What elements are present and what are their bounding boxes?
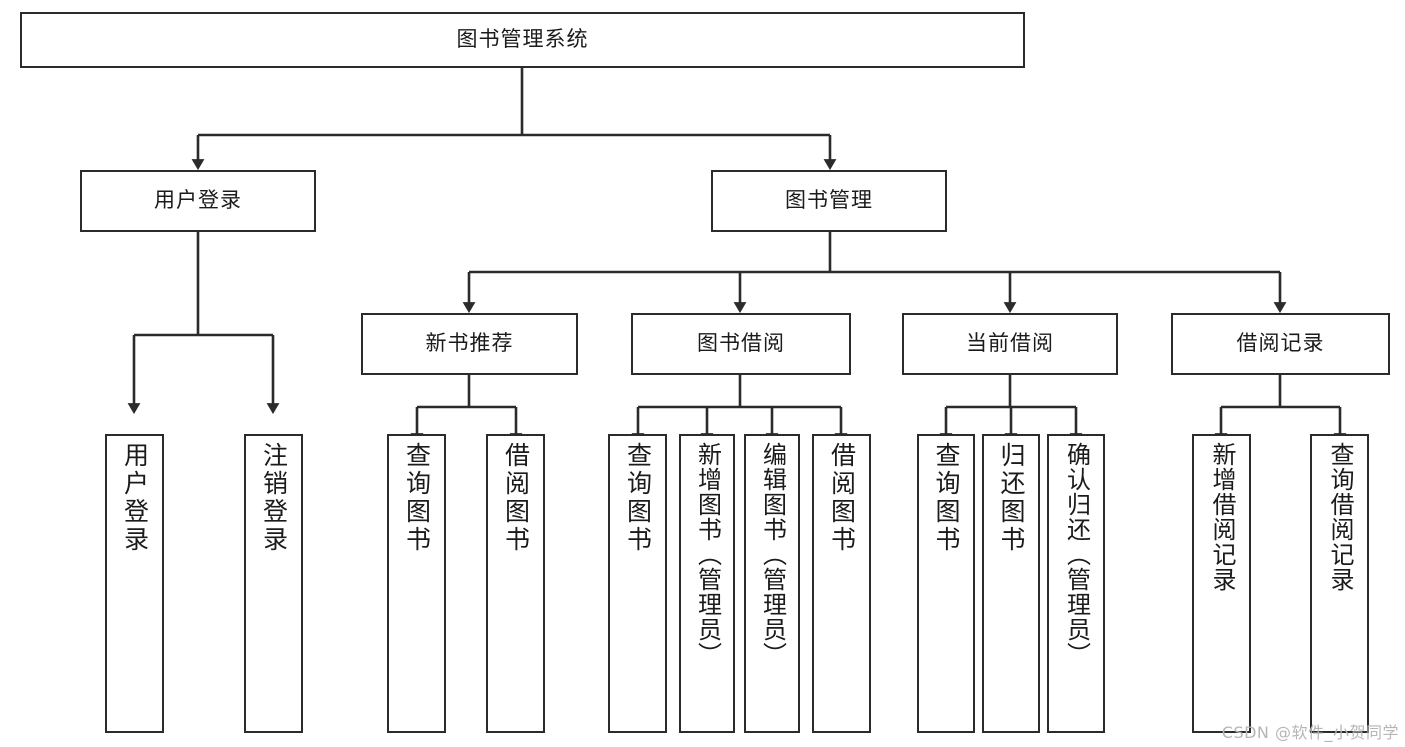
node-root-label: 图书管理系统: [456, 27, 589, 52]
node-leaf-query-book-2-label: 查询图书: [623, 442, 653, 554]
node-book-borrow-label: 图书借阅: [697, 331, 785, 356]
node-book-management[interactable]: 图书管理: [711, 170, 947, 232]
node-leaf-add-book[interactable]: 新增图书（管理员）: [679, 434, 735, 733]
node-leaf-add-record-label: 新增借阅记录: [1207, 442, 1236, 592]
node-leaf-borrow-book-2[interactable]: 借阅图书: [812, 434, 871, 733]
node-leaf-logout-login-label: 注销登录: [259, 442, 289, 554]
node-leaf-borrow-book-2-label: 借阅图书: [827, 442, 857, 554]
node-leaf-query-record[interactable]: 查询借阅记录: [1310, 434, 1369, 733]
node-new-book-recommend-label: 新书推荐: [425, 331, 514, 356]
node-user-login[interactable]: 用户登录: [80, 170, 316, 232]
node-leaf-query-book-3-label: 查询图书: [932, 442, 961, 554]
node-leaf-query-book-1[interactable]: 查询图书: [387, 434, 446, 733]
node-leaf-return-book[interactable]: 归还图书: [982, 434, 1040, 733]
node-leaf-borrow-book-1-label: 借阅图书: [501, 442, 531, 554]
node-leaf-add-book-label: 新增图书（管理员）: [693, 442, 722, 667]
node-book-management-label: 图书管理: [785, 188, 873, 213]
node-leaf-user-login-label: 用户登录: [120, 442, 150, 554]
node-borrow-record-label: 借阅记录: [1236, 331, 1325, 356]
node-leaf-logout-login[interactable]: 注销登录: [244, 434, 303, 733]
node-leaf-add-record[interactable]: 新增借阅记录: [1192, 434, 1251, 733]
node-leaf-borrow-book-1[interactable]: 借阅图书: [486, 434, 545, 733]
node-leaf-query-book-2[interactable]: 查询图书: [608, 434, 667, 733]
node-leaf-query-record-label: 查询借阅记录: [1325, 442, 1354, 592]
node-current-borrow[interactable]: 当前借阅: [902, 313, 1118, 375]
node-leaf-query-book-1-label: 查询图书: [402, 442, 432, 554]
node-user-login-label: 用户登录: [154, 188, 242, 213]
node-leaf-confirm-return[interactable]: 确认归还（管理员）: [1047, 434, 1105, 733]
node-leaf-user-login[interactable]: 用户登录: [105, 434, 164, 733]
node-leaf-edit-book[interactable]: 编辑图书（管理员）: [744, 434, 800, 733]
node-book-borrow[interactable]: 图书借阅: [631, 313, 851, 375]
node-leaf-edit-book-label: 编辑图书（管理员）: [758, 442, 787, 667]
node-leaf-query-book-3[interactable]: 查询图书: [917, 434, 975, 733]
node-root[interactable]: 图书管理系统: [20, 12, 1025, 68]
node-current-borrow-label: 当前借阅: [966, 331, 1054, 356]
node-new-book-recommend[interactable]: 新书推荐: [361, 313, 578, 375]
node-borrow-record[interactable]: 借阅记录: [1171, 313, 1390, 375]
node-leaf-confirm-return-label: 确认归还（管理员）: [1062, 442, 1091, 667]
node-leaf-return-book-label: 归还图书: [997, 442, 1026, 554]
